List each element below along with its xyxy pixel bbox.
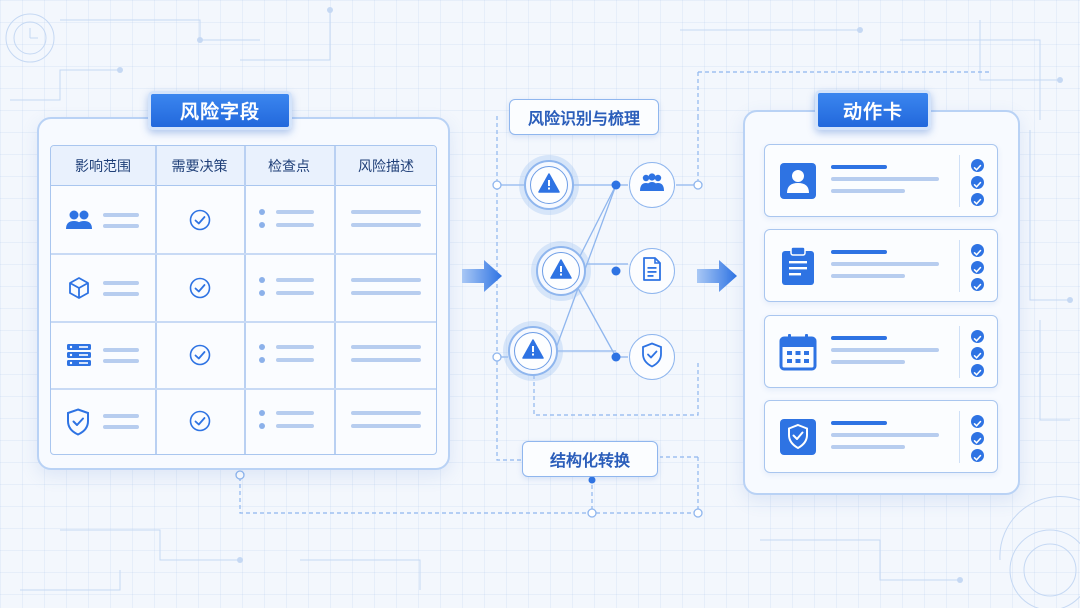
shield-check-icon — [779, 418, 817, 456]
arrow-right-icon — [697, 258, 739, 298]
risk-identification-title: 风险识别与梳理 — [509, 99, 659, 135]
checkmark-icon — [971, 330, 984, 343]
users-icon — [65, 208, 93, 232]
checkmark-icon — [971, 449, 984, 462]
shield-check-icon — [66, 408, 90, 436]
action-card-3[interactable] — [764, 315, 998, 388]
checkmark-icon — [971, 415, 984, 428]
risk-node-1 — [524, 160, 574, 210]
checkmark-icon — [971, 244, 984, 257]
document-icon — [642, 257, 662, 285]
output-node-users — [629, 162, 675, 208]
action-cards-title: 动作卡 — [815, 90, 931, 130]
risk-fields-table: 影响范围 需要决策 检查点 风险描述 — [50, 145, 437, 455]
action-card-2[interactable] — [764, 229, 998, 302]
checkmark-icon — [971, 278, 984, 291]
column-header-decision: 需要决策 — [171, 159, 228, 175]
shield-check-icon — [641, 342, 663, 372]
output-node-shield — [629, 334, 675, 380]
column-header-description: 风险描述 — [358, 159, 414, 175]
clipboard-icon — [779, 246, 817, 285]
warning-icon — [538, 173, 560, 197]
check-circle-icon — [189, 410, 211, 432]
risk-node-3 — [508, 326, 558, 376]
column-header-impact: 影响范围 — [75, 159, 131, 175]
server-icon — [66, 343, 92, 367]
output-node-document — [629, 248, 675, 294]
risk-fields-title: 风险字段 — [148, 91, 292, 130]
checkmark-icon — [971, 432, 984, 445]
column-header-checkpoint: 检查点 — [268, 159, 310, 175]
checkmark-icon — [971, 347, 984, 360]
user-icon — [779, 162, 817, 200]
action-card-1[interactable] — [764, 144, 998, 217]
checkmark-icon — [971, 176, 984, 189]
risk-node-2 — [536, 246, 586, 296]
calendar-icon — [779, 333, 817, 371]
warning-icon — [550, 259, 572, 283]
structured-transform-label: 结构化转换 — [522, 441, 658, 477]
check-circle-icon — [189, 344, 211, 366]
checkmark-icon — [971, 159, 984, 172]
checkmark-icon — [971, 261, 984, 274]
checkmark-icon — [971, 193, 984, 206]
users-icon — [639, 173, 665, 197]
cube-icon — [67, 276, 91, 300]
action-card-4[interactable] — [764, 400, 998, 473]
table-header — [51, 146, 436, 186]
check-circle-icon — [189, 277, 211, 299]
warning-icon — [522, 339, 544, 363]
arrow-right-icon — [462, 258, 504, 298]
checkmark-icon — [971, 364, 984, 377]
check-circle-icon — [189, 209, 211, 231]
